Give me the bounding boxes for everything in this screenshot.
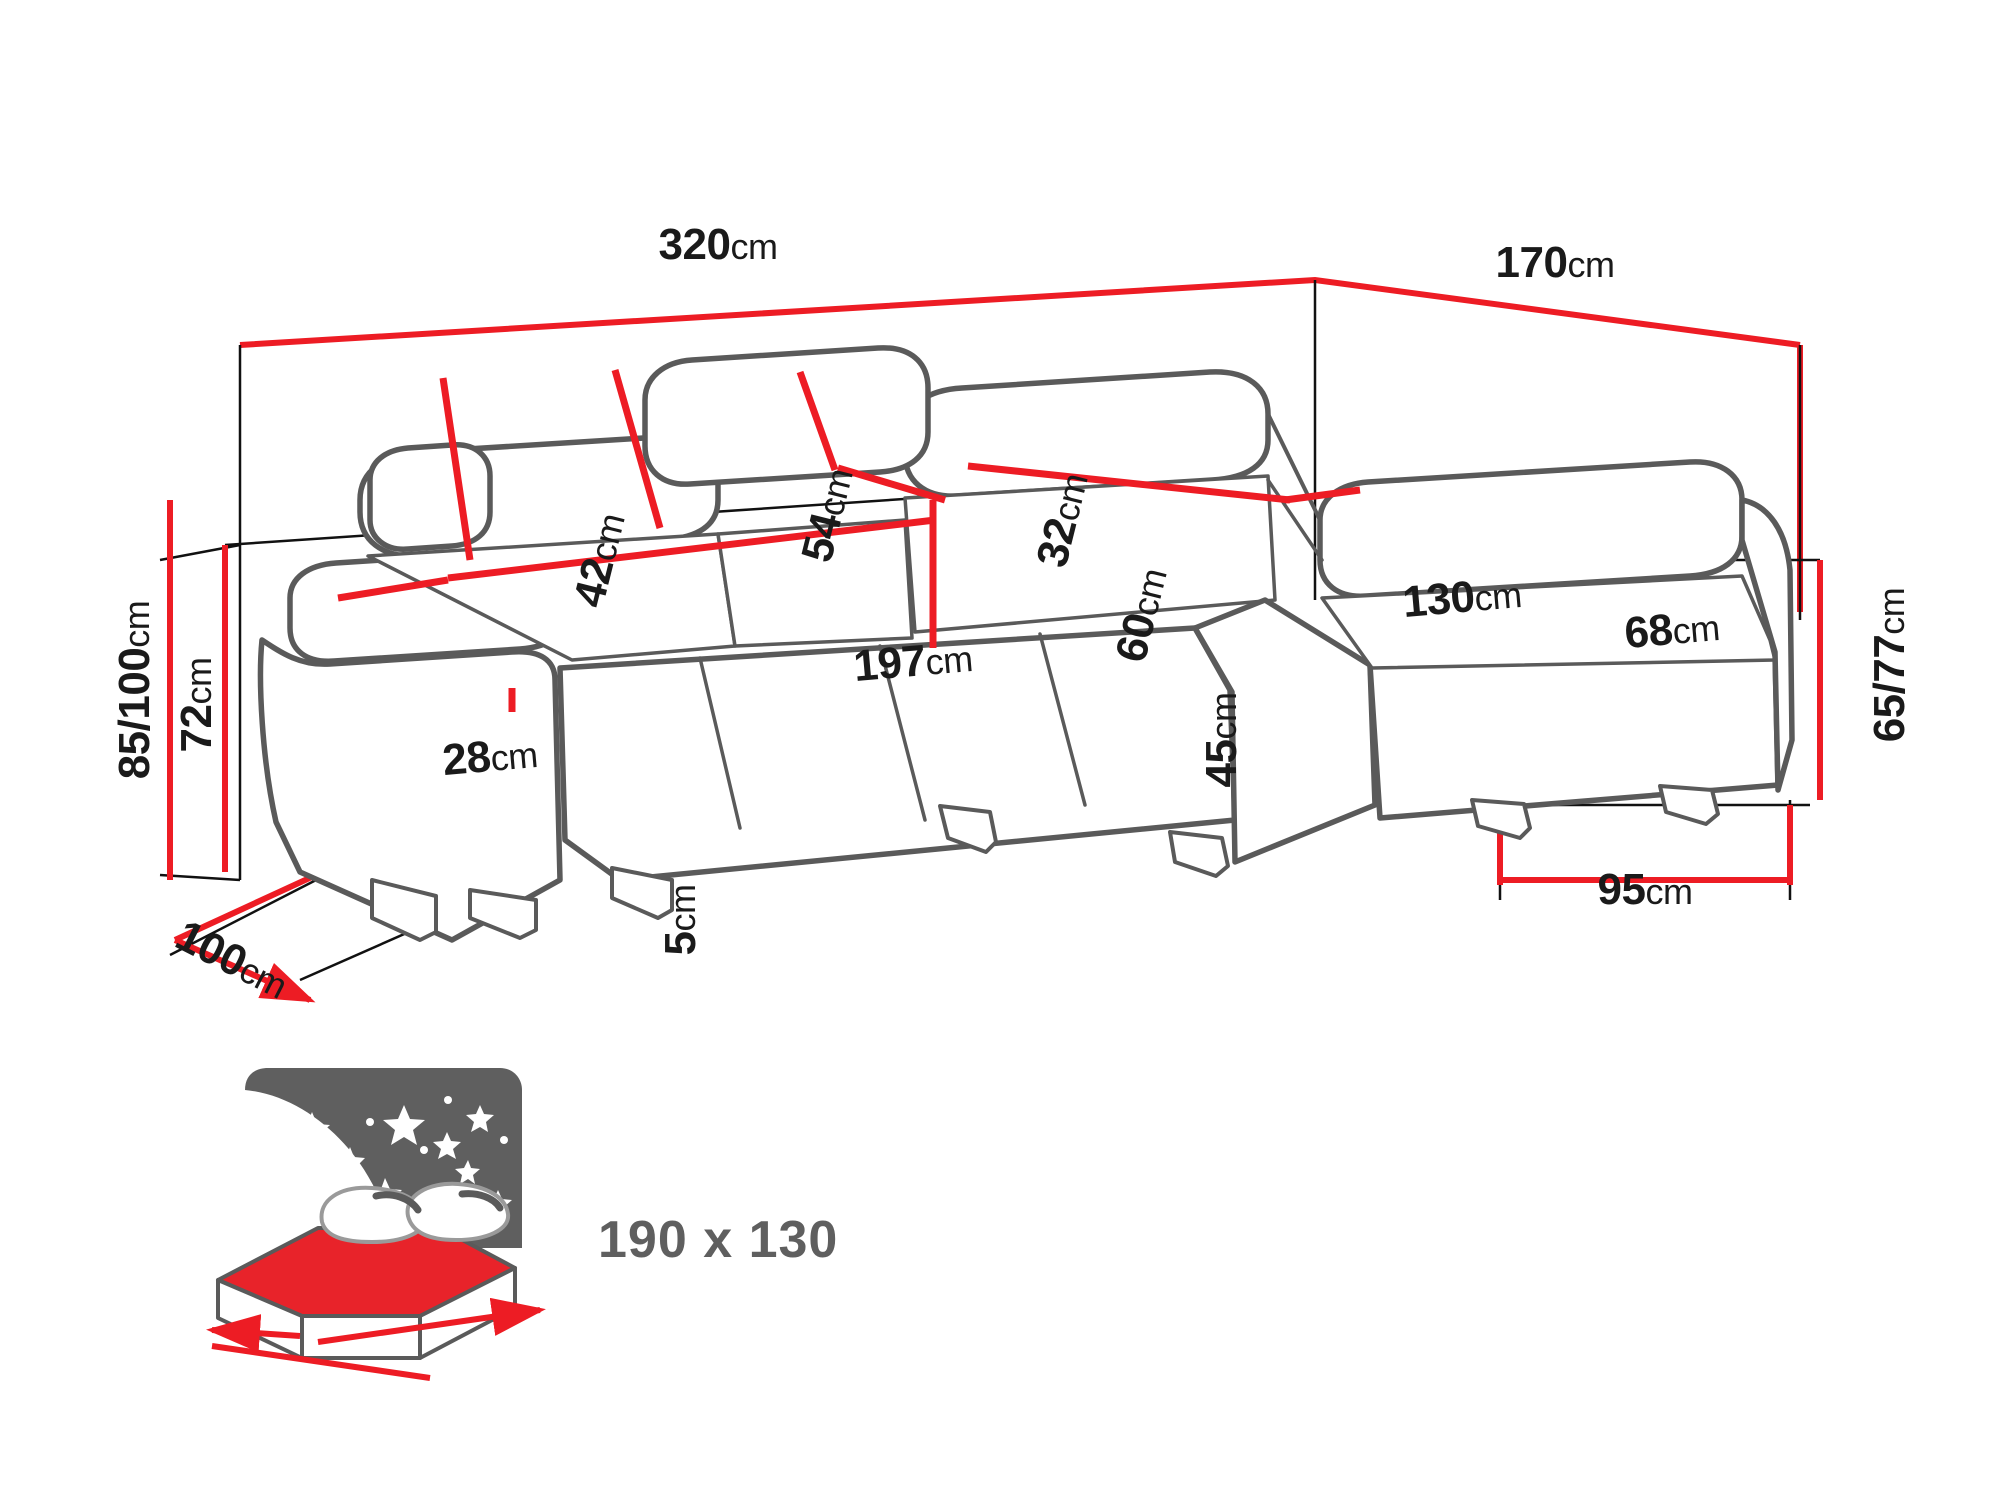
- dimension-label-overall-height: 85/100cm: [110, 600, 159, 780]
- dimension-label-seat-height: 45cm: [1197, 692, 1246, 788]
- dimension-label-leg-height: 5cm: [656, 884, 705, 956]
- dimension-label-chaise-back-height: 65/77cm: [1865, 587, 1914, 743]
- dimension-label-overall-width: 320cm: [658, 220, 778, 269]
- dimension-label-seat-back-height: 72cm: [172, 657, 221, 753]
- dimension-label-chaise-seat-depth: 68cm: [1622, 605, 1722, 659]
- dimension-label-seat-width: 197cm: [851, 636, 975, 692]
- dimension-label-overall-depth-right: 170cm: [1495, 238, 1615, 287]
- sofa-measure-lines: [337, 369, 1361, 712]
- bed-size-label: 190 x 130: [598, 1211, 839, 1269]
- sofa-outline: [257, 345, 1795, 943]
- sleeping-bed-icon: [206, 1068, 546, 1381]
- dimension-label-armrest-width: 28cm: [440, 732, 540, 786]
- dimension-label-chaise-depth: 95cm: [1597, 865, 1693, 914]
- dimension-label-chaise-length: 130cm: [1400, 572, 1524, 628]
- left-height-dimensions: [167, 500, 228, 880]
